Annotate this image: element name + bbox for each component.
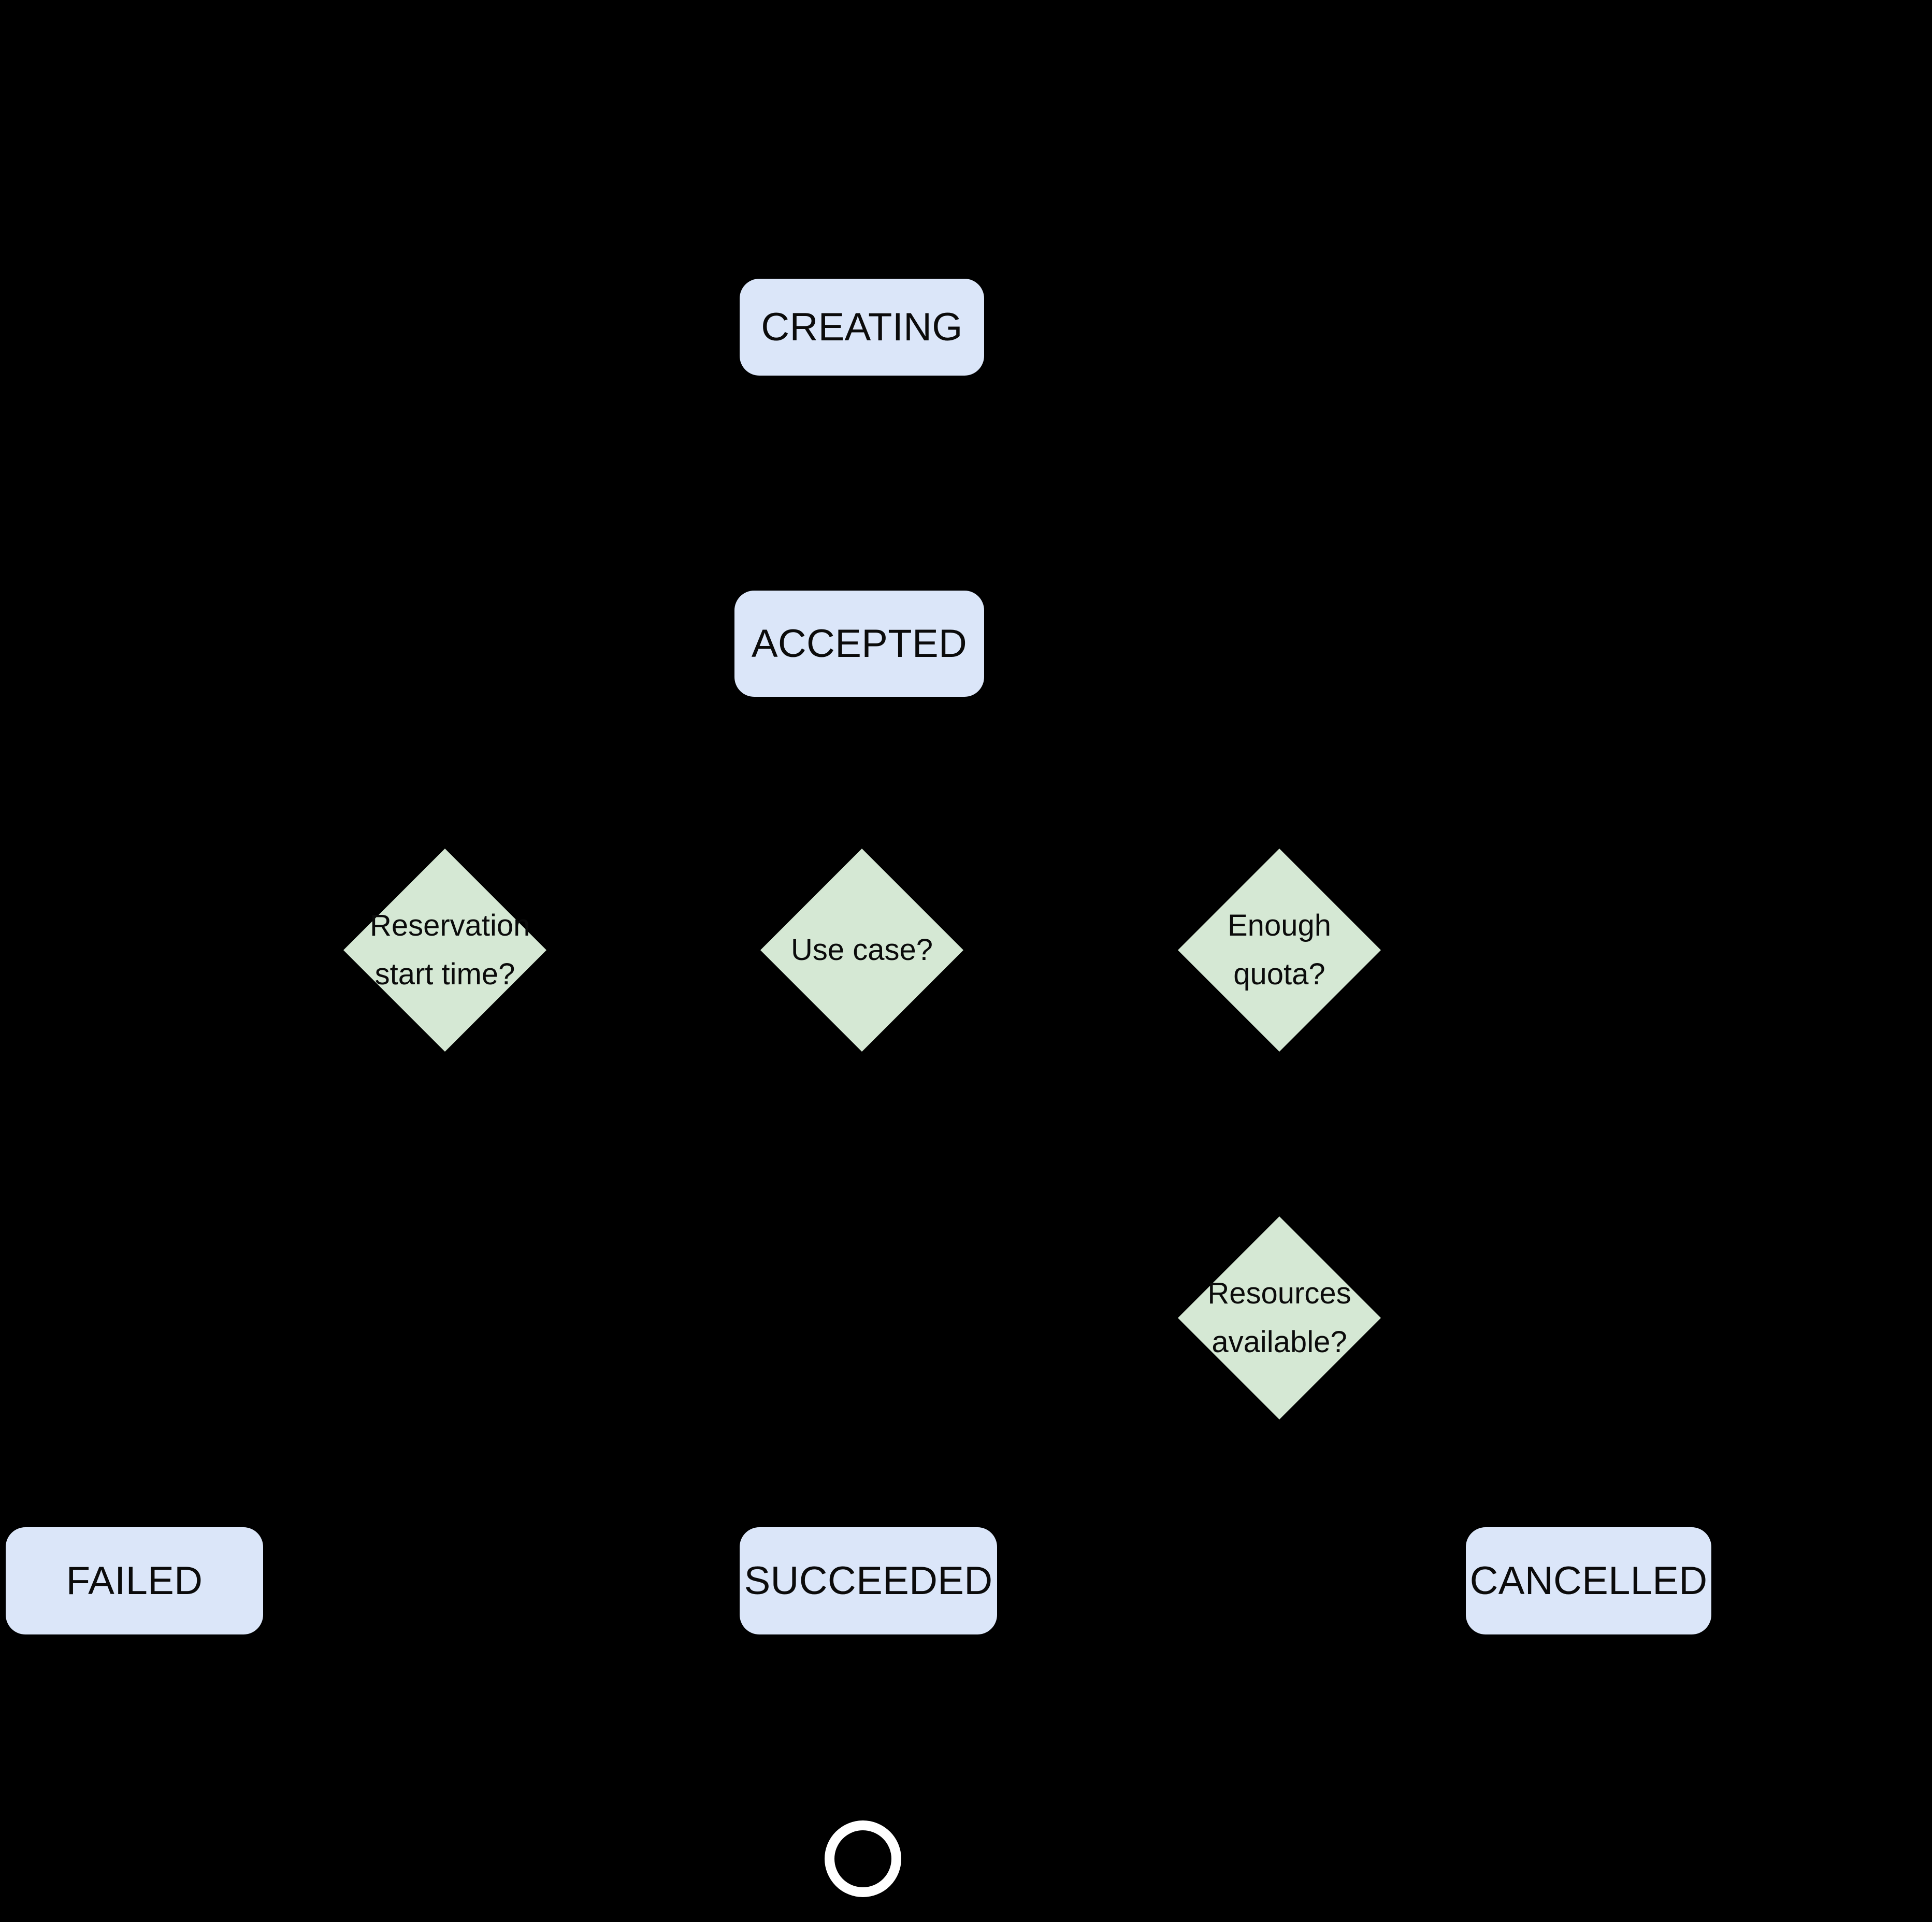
state-label-succeeded: SUCCEEDED bbox=[744, 1558, 993, 1603]
state-label-failed: FAILED bbox=[66, 1558, 203, 1603]
decision-label-line-1: Resources bbox=[1207, 1276, 1351, 1311]
decision-node-reservation-start-time[interactable]: Reservation start time? bbox=[343, 849, 546, 1052]
state-label-accepted: ACCEPTED bbox=[751, 621, 968, 666]
decision-label-line-2: quota? bbox=[1233, 957, 1325, 991]
state-node-succeeded[interactable]: SUCCEEDED bbox=[740, 1527, 997, 1634]
state-label-creating: CREATING bbox=[761, 305, 963, 349]
decision-label-resources-available: Resources available? bbox=[1204, 1269, 1354, 1367]
state-node-accepted[interactable]: ACCEPTED bbox=[734, 591, 984, 697]
state-node-creating[interactable]: CREATING bbox=[740, 279, 984, 376]
decision-label-reservation-start-time: Reservation start time? bbox=[370, 901, 530, 999]
decision-label-line-2: available? bbox=[1212, 1325, 1347, 1359]
decision-node-use-case[interactable]: Use case? bbox=[760, 849, 963, 1052]
decision-label-line-2: start time? bbox=[374, 957, 515, 991]
decision-label-line-1: Reservation bbox=[369, 909, 530, 943]
terminal-end-node[interactable] bbox=[825, 1820, 901, 1897]
decision-node-enough-quota[interactable]: Enough quota? bbox=[1178, 849, 1381, 1052]
decision-label-line-1: Enough bbox=[1228, 909, 1331, 943]
decision-label-enough-quota: Enough quota? bbox=[1204, 901, 1354, 999]
state-label-cancelled: CANCELLED bbox=[1469, 1558, 1708, 1603]
state-node-cancelled[interactable]: CANCELLED bbox=[1466, 1527, 1711, 1634]
state-node-failed[interactable]: FAILED bbox=[6, 1527, 263, 1634]
decision-node-resources-available[interactable]: Resources available? bbox=[1178, 1216, 1381, 1419]
decision-label-use-case: Use case? bbox=[790, 933, 933, 967]
